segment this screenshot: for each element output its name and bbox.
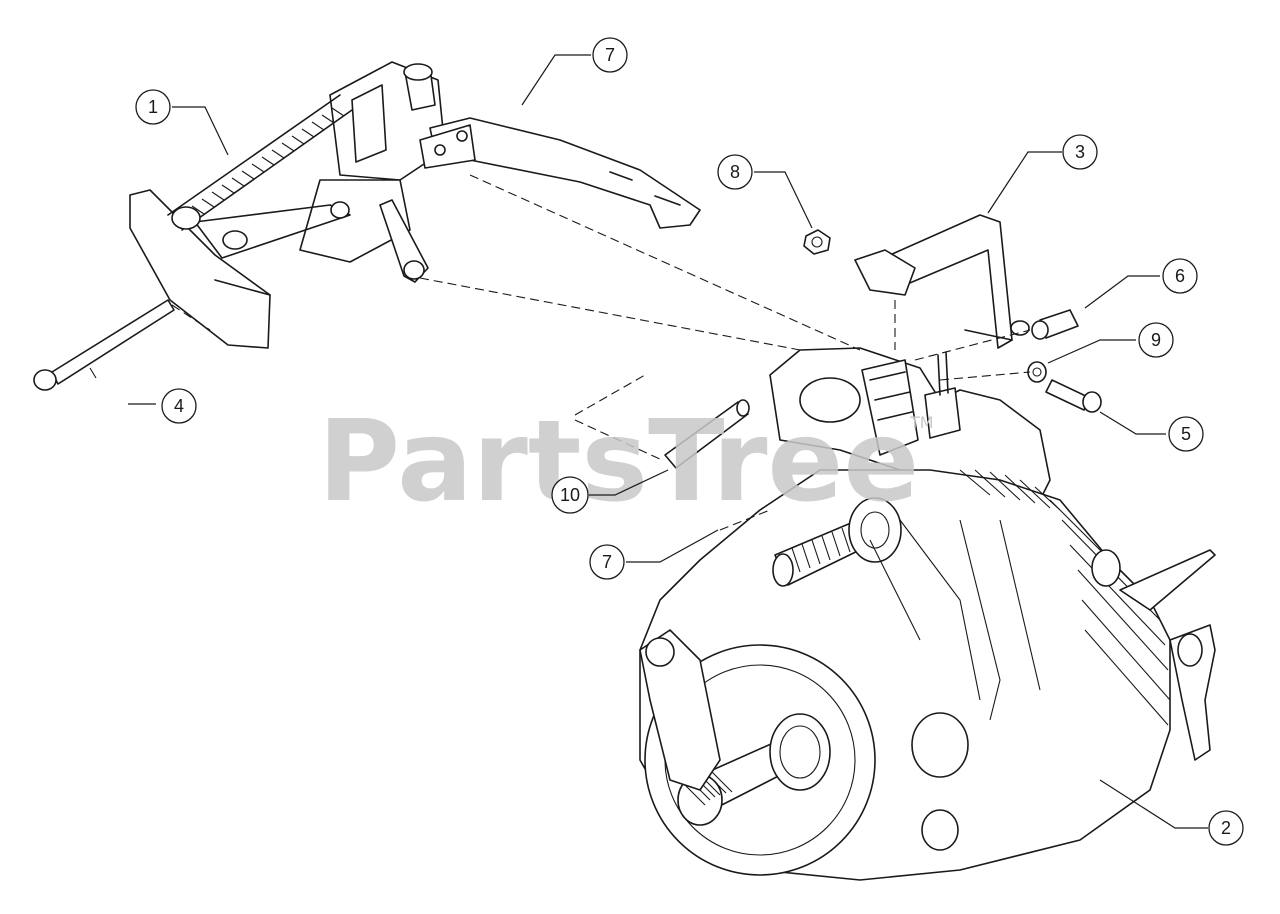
fasteners-right (1027, 309, 1102, 413)
watermark-trademark: TM (909, 413, 934, 432)
svg-text:5: 5 (1181, 424, 1191, 444)
svg-text:3: 3 (1075, 142, 1085, 162)
watermark-text: PartsTree (318, 397, 919, 527)
callout-2: 2 (1208, 810, 1244, 846)
clevis-pin (33, 299, 175, 391)
callout-7-bottom: 7 (589, 544, 625, 580)
u-bracket (854, 214, 1030, 349)
transmission (639, 347, 1216, 881)
leader-lines (128, 54, 1208, 829)
svg-text:2: 2 (1221, 818, 1231, 838)
lever-bracket-assembly (129, 61, 701, 349)
callout-7-top: 7 (592, 37, 628, 73)
svg-text:1: 1 (148, 97, 158, 117)
callout-10: 10 (551, 476, 589, 514)
callout-8: 8 (717, 154, 753, 190)
svg-text:6: 6 (1175, 266, 1185, 286)
callout-9: 9 (1138, 322, 1174, 358)
svg-text:7: 7 (602, 552, 612, 572)
callout-6: 6 (1162, 258, 1198, 294)
callout-4: 4 (161, 388, 197, 424)
svg-text:8: 8 (730, 162, 740, 182)
svg-text:4: 4 (174, 396, 184, 416)
shaft-pin (664, 399, 750, 469)
svg-text:9: 9 (1151, 330, 1161, 350)
watermark: PartsTree TM (318, 397, 934, 527)
svg-text:10: 10 (560, 485, 580, 505)
assembly-lines (171, 174, 1031, 531)
callout-1: 1 (135, 89, 171, 125)
svg-text:7: 7 (605, 45, 615, 65)
callout-3: 3 (1062, 134, 1098, 170)
lock-nut (803, 229, 831, 255)
callout-5: 5 (1168, 416, 1204, 452)
